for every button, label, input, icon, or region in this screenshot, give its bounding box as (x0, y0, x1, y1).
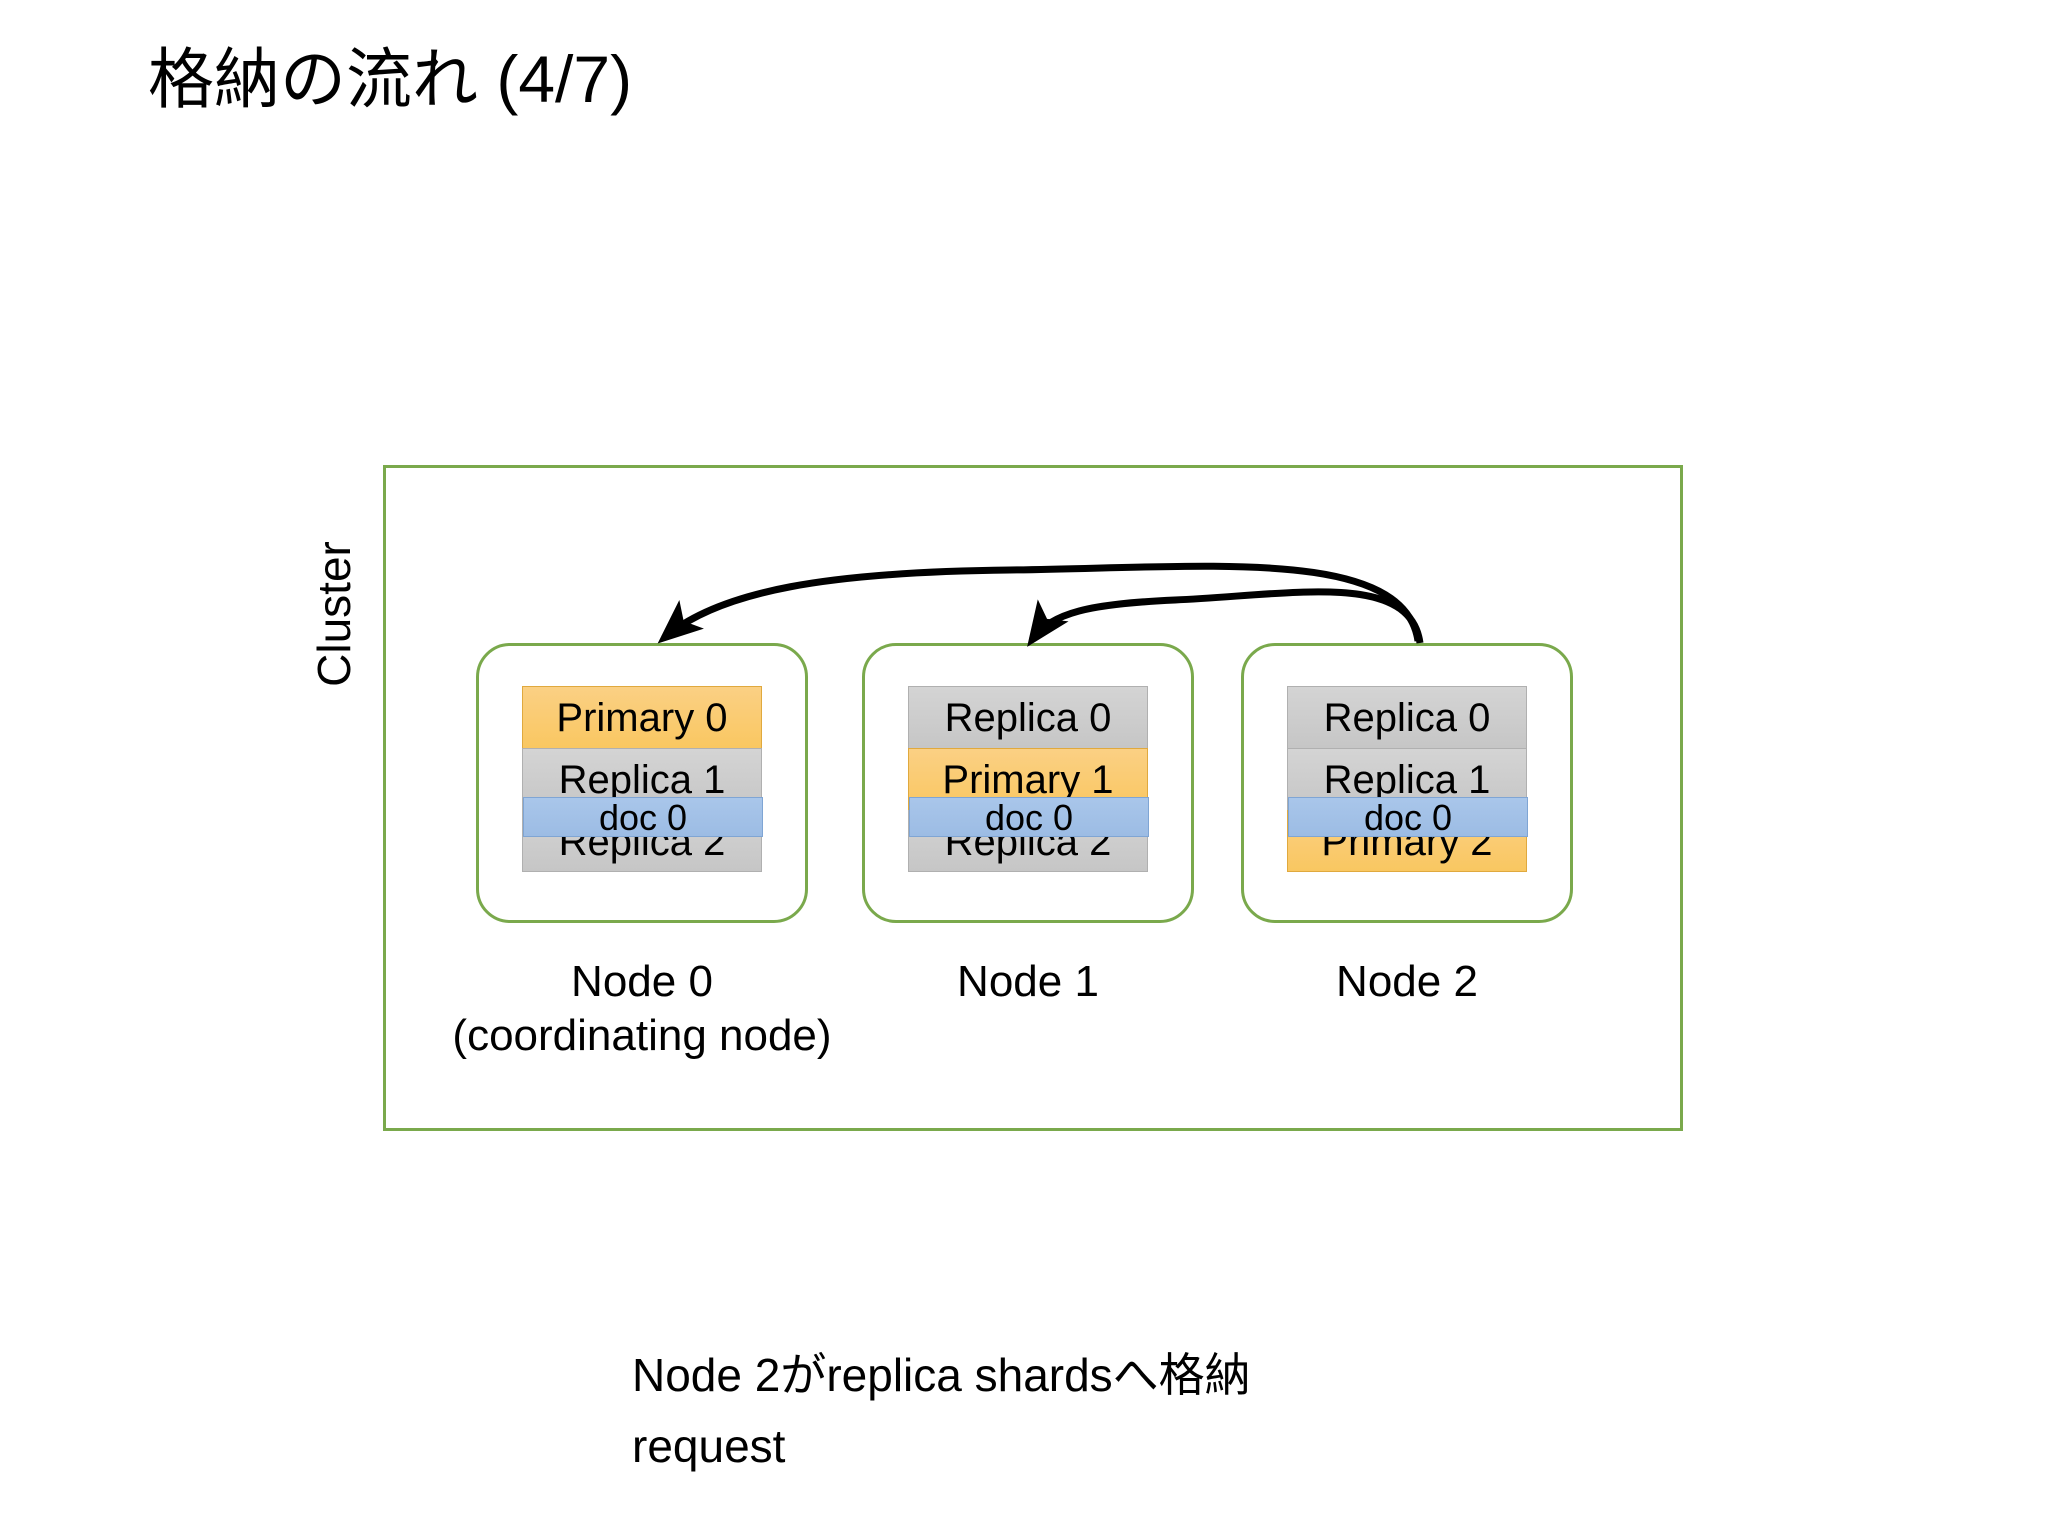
shard-replica-0[interactable]: Replica 0 (908, 686, 1148, 748)
bottom-caption: Node 2がreplica shardsへ格納 request (632, 1349, 1251, 1473)
shard-primary-0[interactable]: Primary 0 (522, 686, 762, 748)
cluster-label: Cluster (308, 541, 360, 687)
doc-box-node-0[interactable]: doc 0 (523, 797, 763, 838)
shard-replica-0[interactable]: Replica 0 (1287, 686, 1527, 748)
node-caption-node-2: Node 2 (1336, 957, 1478, 1006)
cluster-boundary (383, 465, 1683, 1131)
node-caption-node-0: Node 0 (coordinating node) (452, 957, 832, 1060)
doc-box-node-2[interactable]: doc 0 (1288, 797, 1528, 838)
page-title: 格納の流れ (4/7) (148, 42, 633, 116)
node-caption-node-1: Node 1 (957, 957, 1099, 1006)
doc-box-node-1[interactable]: doc 0 (909, 797, 1149, 838)
